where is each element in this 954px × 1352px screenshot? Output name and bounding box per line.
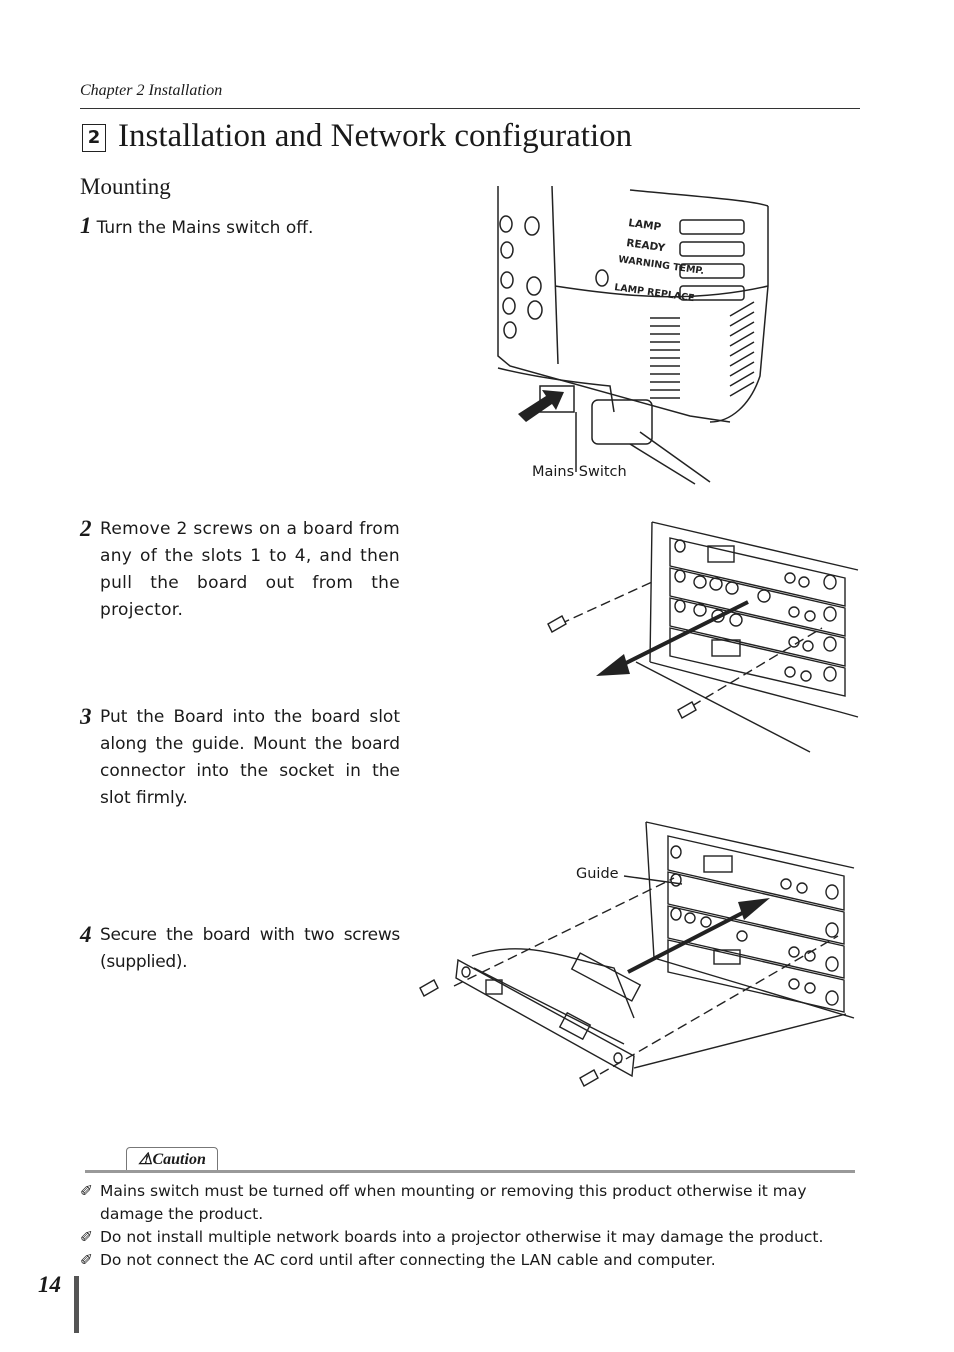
indicator-label-warning-temp: WARNING TEMP. bbox=[618, 254, 705, 277]
step-number: 1 bbox=[80, 213, 92, 238]
step-1: 1 Turn the Mains switch off. bbox=[80, 213, 313, 242]
pencil-icon: ✐ bbox=[80, 1228, 93, 1246]
figure-remove-board bbox=[540, 512, 860, 762]
caution-rule bbox=[85, 1170, 855, 1173]
step-number: 4 bbox=[80, 922, 92, 947]
step-text: Turn the Mains switch off. bbox=[96, 218, 314, 238]
pencil-icon: ✐ bbox=[80, 1251, 93, 1269]
step-text: Put the Board into the board slot along … bbox=[100, 707, 400, 808]
caution-note-text: Do not connect the AC cord until after c… bbox=[100, 1251, 716, 1269]
section-number: 2 bbox=[82, 124, 106, 152]
subheading-mounting: Mounting bbox=[80, 174, 171, 199]
caution-note-text: Mains switch must be turned off when mou… bbox=[100, 1182, 807, 1223]
step-number: 3 bbox=[80, 704, 92, 729]
caution-tag: ⚠Caution bbox=[126, 1147, 218, 1171]
caution-note-text: Do not install multiple network boards i… bbox=[100, 1228, 824, 1246]
callout-guide: Guide bbox=[576, 866, 619, 882]
step-number: 2 bbox=[80, 516, 92, 541]
pencil-icon: ✐ bbox=[80, 1182, 93, 1200]
step-text: Remove 2 screws on a board from any of t… bbox=[100, 519, 400, 620]
caution-label: Caution bbox=[152, 1151, 206, 1168]
indicator-label-lamp: LAMP bbox=[628, 217, 663, 234]
page-title: Installation and Network configuration bbox=[118, 118, 633, 154]
chapter-header: Chapter 2 Installation bbox=[80, 82, 223, 99]
warning-triangle-icon: ⚠ bbox=[138, 1151, 153, 1168]
page-bar bbox=[74, 1276, 79, 1333]
slot-illustration bbox=[547, 521, 859, 753]
page-number: 14 bbox=[38, 1272, 61, 1297]
callout-mains-switch: Mains Switch bbox=[532, 464, 627, 480]
header-rule bbox=[80, 108, 860, 109]
figure-mains-switch: LAMP READY WARNING TEMP. LAMP REPLACE Ma… bbox=[490, 186, 780, 486]
step-text: Secure the board with two screws (suppli… bbox=[100, 925, 400, 972]
indicator-label-ready: READY bbox=[626, 237, 667, 254]
caution-note: ✐ Do not connect the AC cord until after … bbox=[80, 1249, 860, 1272]
caution-note: ✐ Do not install multiple network boards … bbox=[80, 1226, 860, 1249]
projector-illustration: LAMP READY WARNING TEMP. LAMP REPLACE bbox=[497, 186, 769, 485]
board-insert-illustration bbox=[419, 821, 855, 1087]
caution-note: ✐ Mains switch must be turned off when mo… bbox=[80, 1180, 860, 1226]
figure-insert-board: Guide bbox=[414, 818, 860, 1093]
